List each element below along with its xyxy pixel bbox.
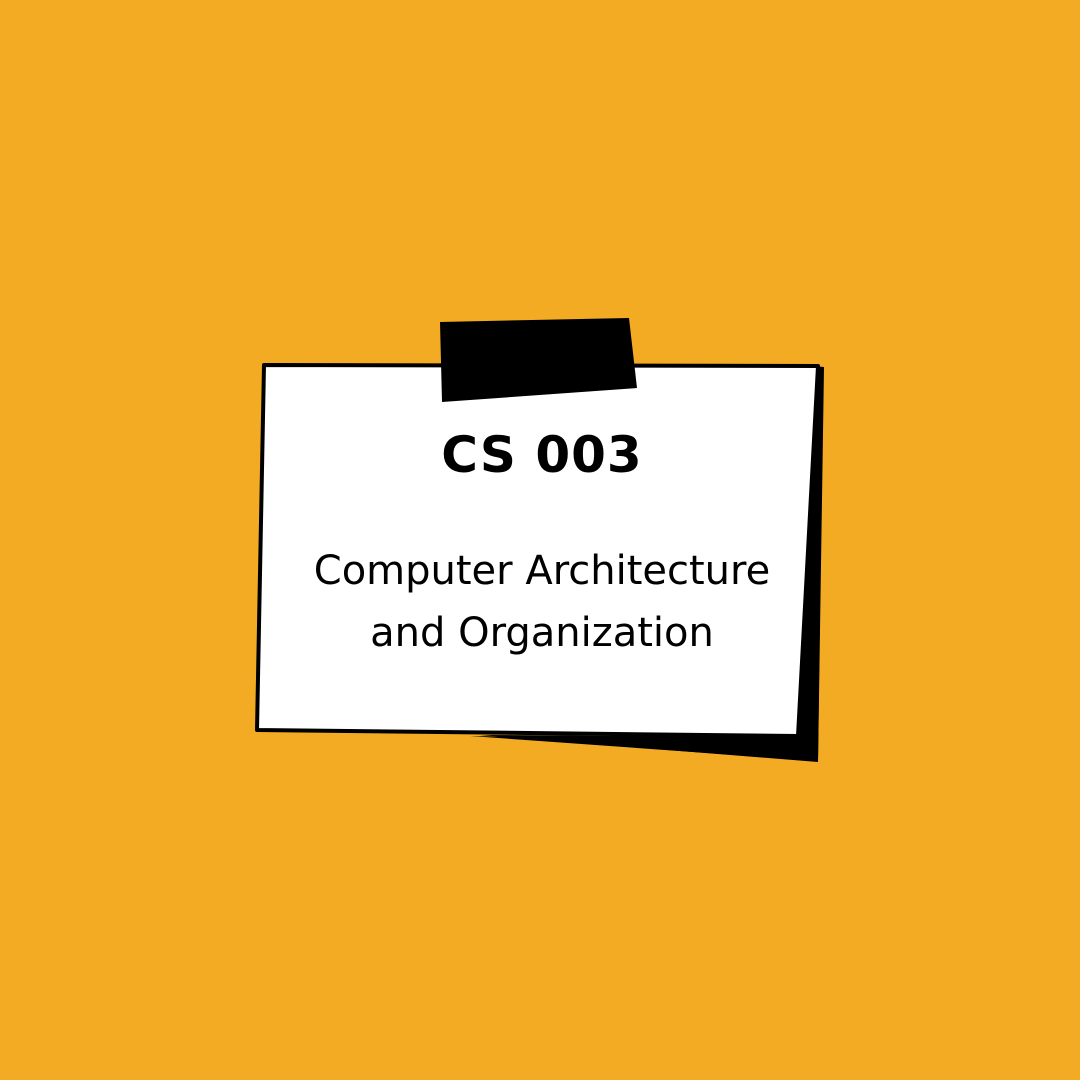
course-title-line-1: Computer Architecture [313,548,771,594]
course-title: Computer Architecture and Organization [262,540,822,664]
course-code: CS 003 [441,426,643,484]
tape-strip [440,318,637,402]
course-title-line-2: and Organization [370,610,714,656]
